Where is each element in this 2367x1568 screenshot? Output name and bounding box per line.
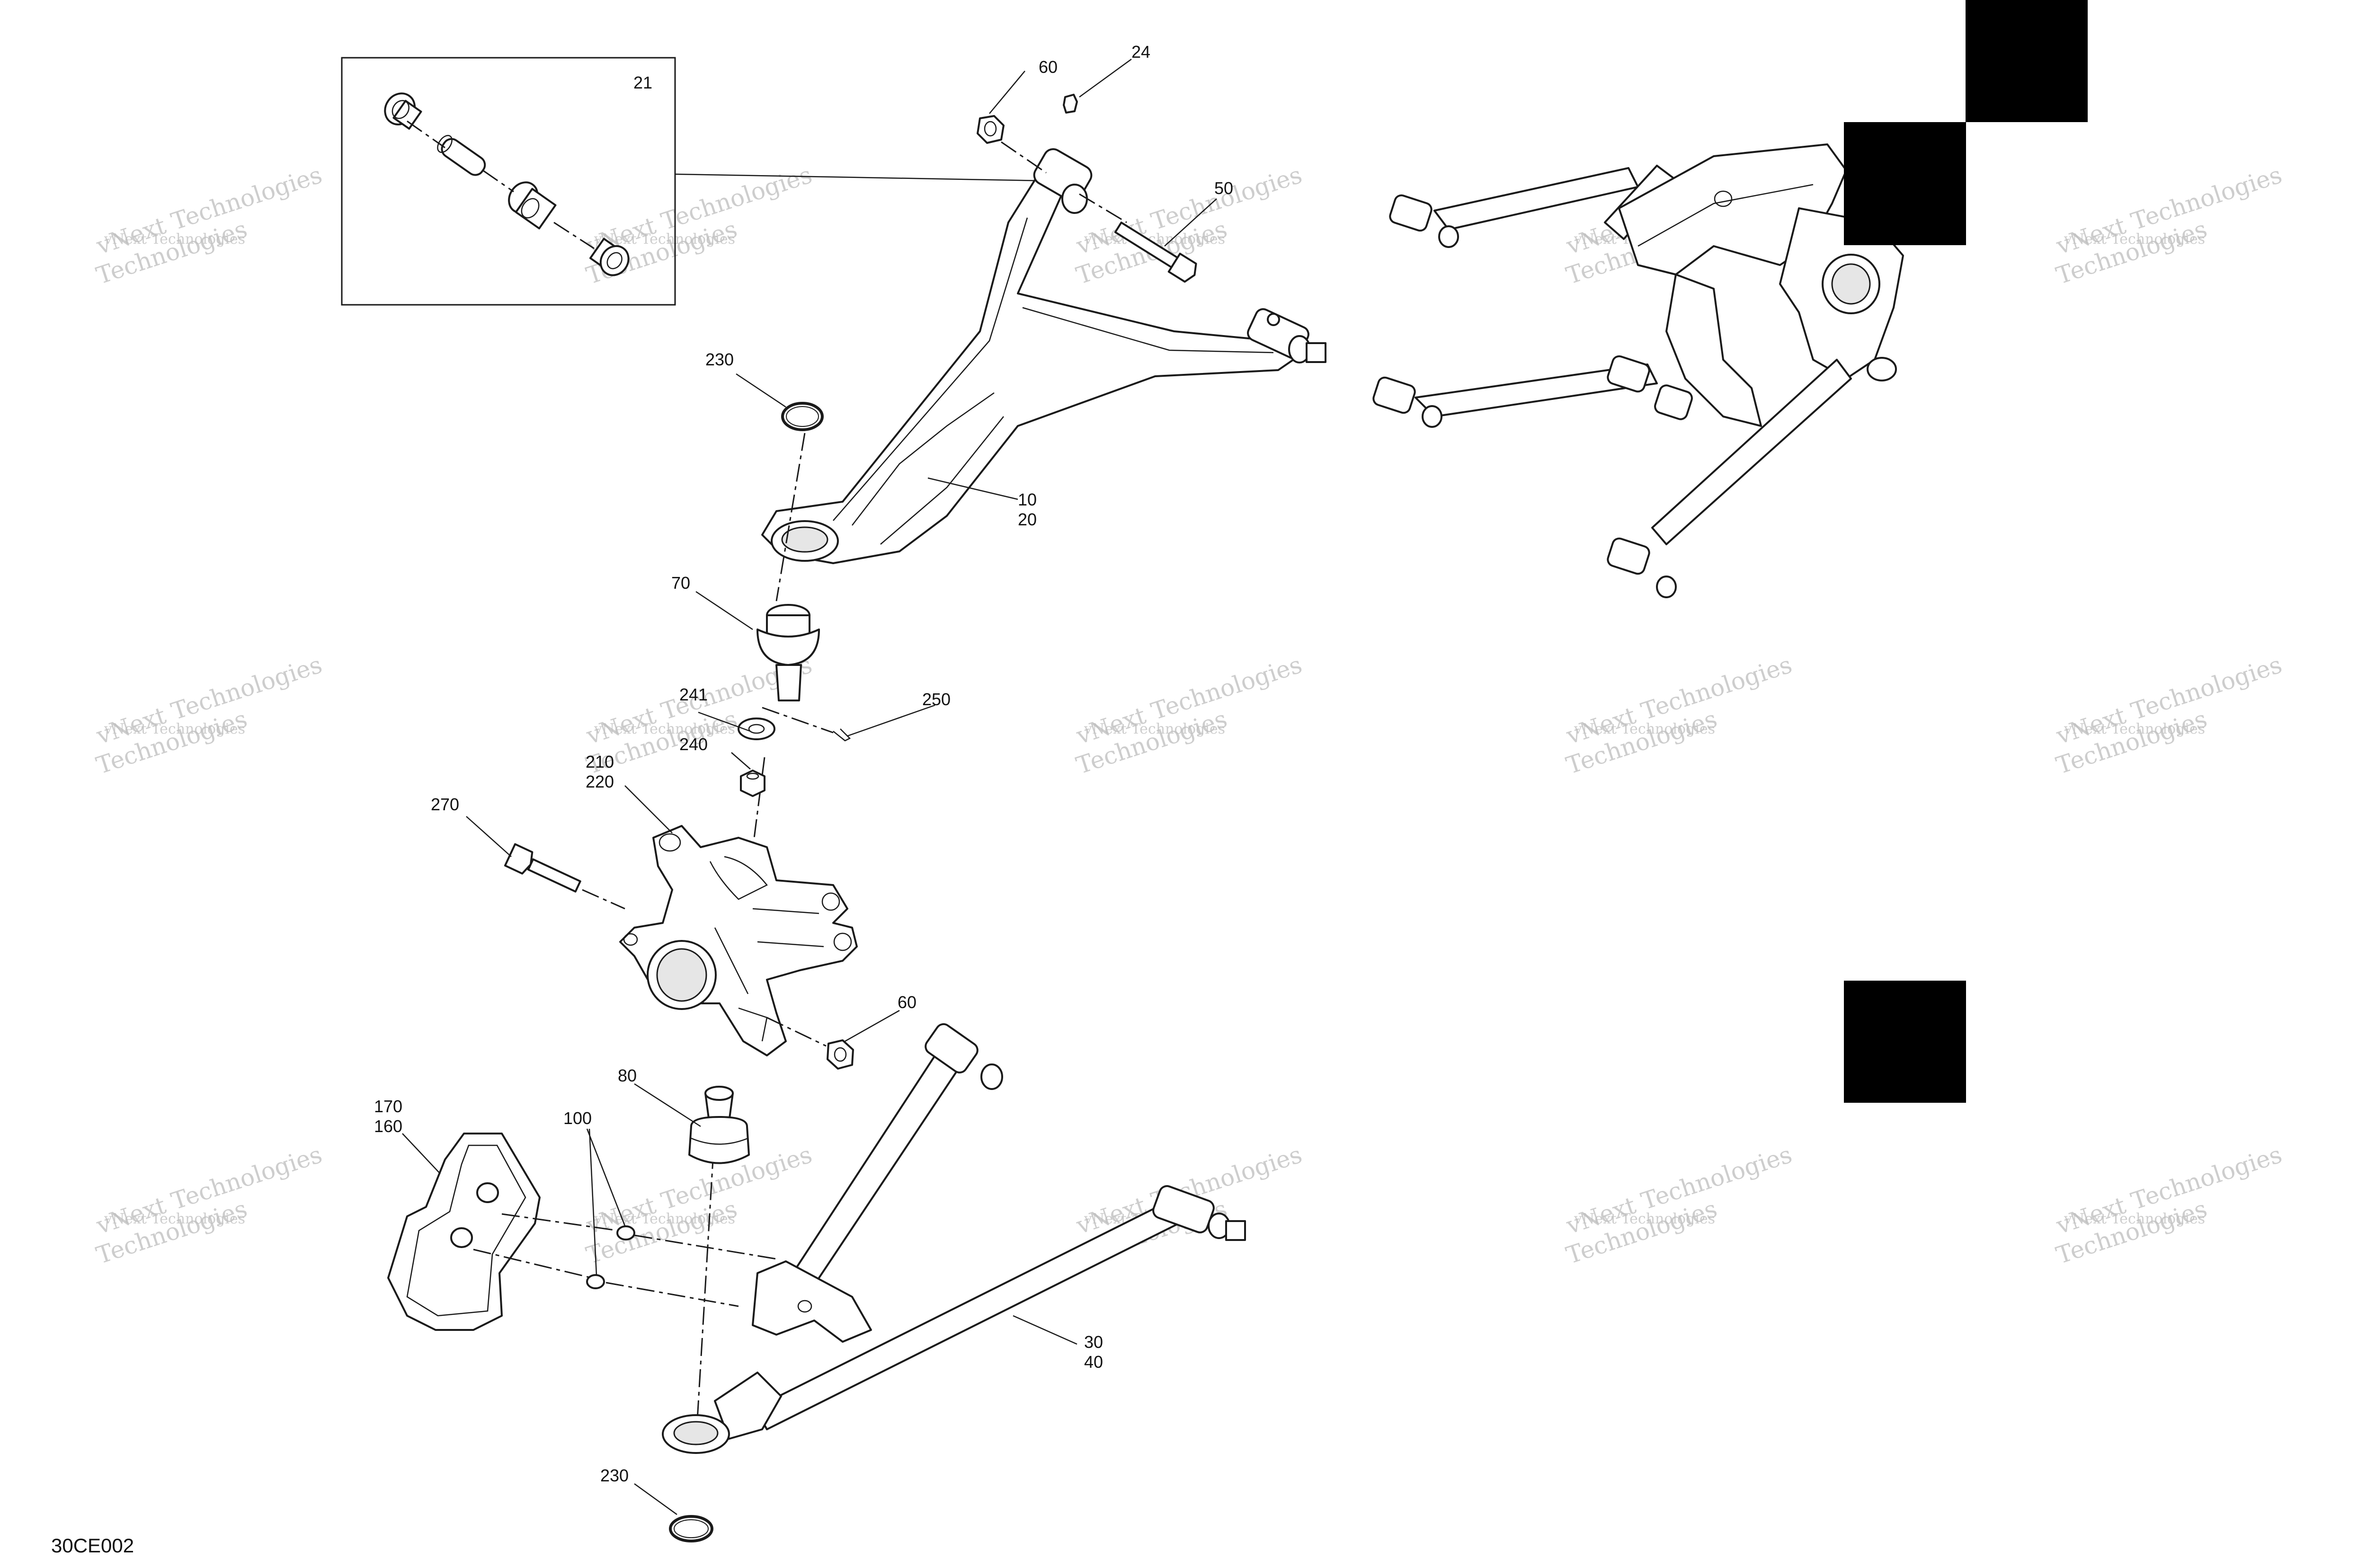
watermark-text-small: vNext Technologies	[2064, 231, 2205, 248]
steering-knuckle	[619, 825, 858, 1056]
callout-50: 50	[1214, 178, 1233, 198]
callout-230-top: 230	[705, 350, 734, 369]
callout-60-mid: 60	[898, 992, 917, 1012]
callout-240: 240	[679, 735, 708, 754]
castle-nut-and-cotter	[738, 707, 851, 797]
callout-230-bottom: 230	[600, 1466, 629, 1485]
drawing-code: 30CE002	[51, 1534, 134, 1557]
watermark-text-small: vNext Technologies	[594, 1211, 735, 1227]
callout-80: 80	[618, 1066, 637, 1085]
watermark-text-small: vNext Technologies	[1084, 721, 1225, 737]
knuckle-bolt	[504, 843, 625, 910]
callout-220: 220	[586, 772, 614, 791]
knuckle-nut	[766, 1017, 854, 1070]
watermark-text-small: vNext Technologies	[1574, 1211, 1715, 1227]
callout-70: 70	[671, 573, 690, 593]
lower-ball-joint	[688, 1086, 750, 1164]
watermark-text-small: vNext Technologies	[594, 231, 735, 248]
callout-labels: 21 60 24 50 230 10 20 70 241 250 240 210…	[51, 42, 1233, 1557]
callout-250: 250	[922, 690, 951, 709]
assembly-axis-upper	[775, 433, 806, 602]
callout-170: 170	[374, 1097, 402, 1116]
small-parts-top	[977, 94, 1197, 283]
callout-21: 21	[633, 73, 652, 92]
watermark-text-small: vNext Technologies	[2064, 721, 2205, 737]
circlip-top	[781, 402, 824, 431]
watermark-text-small: vNext Technologies	[104, 721, 245, 737]
callout-210: 210	[586, 752, 614, 771]
bushing-kit-inset	[341, 57, 1047, 306]
circlip-bottom	[669, 1515, 713, 1542]
watermark-text-small: vNext Technologies	[104, 231, 245, 248]
callout-270: 270	[431, 795, 459, 814]
watermark-text-small: vNext Technologies	[594, 721, 735, 737]
callout-24: 24	[1131, 42, 1150, 62]
callout-10: 10	[1018, 490, 1037, 509]
callout-30: 30	[1084, 1332, 1103, 1352]
callout-100: 100	[563, 1108, 592, 1128]
watermark-text-small: vNext Technologies	[104, 1211, 245, 1227]
callout-241: 241	[679, 685, 708, 704]
skid-plate	[387, 1133, 777, 1331]
callout-160: 160	[374, 1116, 402, 1136]
upper-ball-joint	[756, 604, 820, 701]
watermark-text-small: vNext Technologies	[2064, 1211, 2205, 1227]
callout-60-top: 60	[1039, 57, 1058, 77]
assembly-axis-lower	[695, 1088, 718, 1444]
assembled-suspension-view	[1372, 143, 1904, 598]
watermark-text-small: vNext Technologies	[1574, 721, 1715, 737]
upper-a-arm	[761, 148, 1326, 564]
callout-leaders	[402, 58, 1217, 1515]
callout-40: 40	[1084, 1352, 1103, 1372]
callout-20: 20	[1018, 510, 1037, 529]
lower-a-arm	[662, 1023, 1246, 1454]
redaction-blocks	[1844, 0, 2088, 1103]
